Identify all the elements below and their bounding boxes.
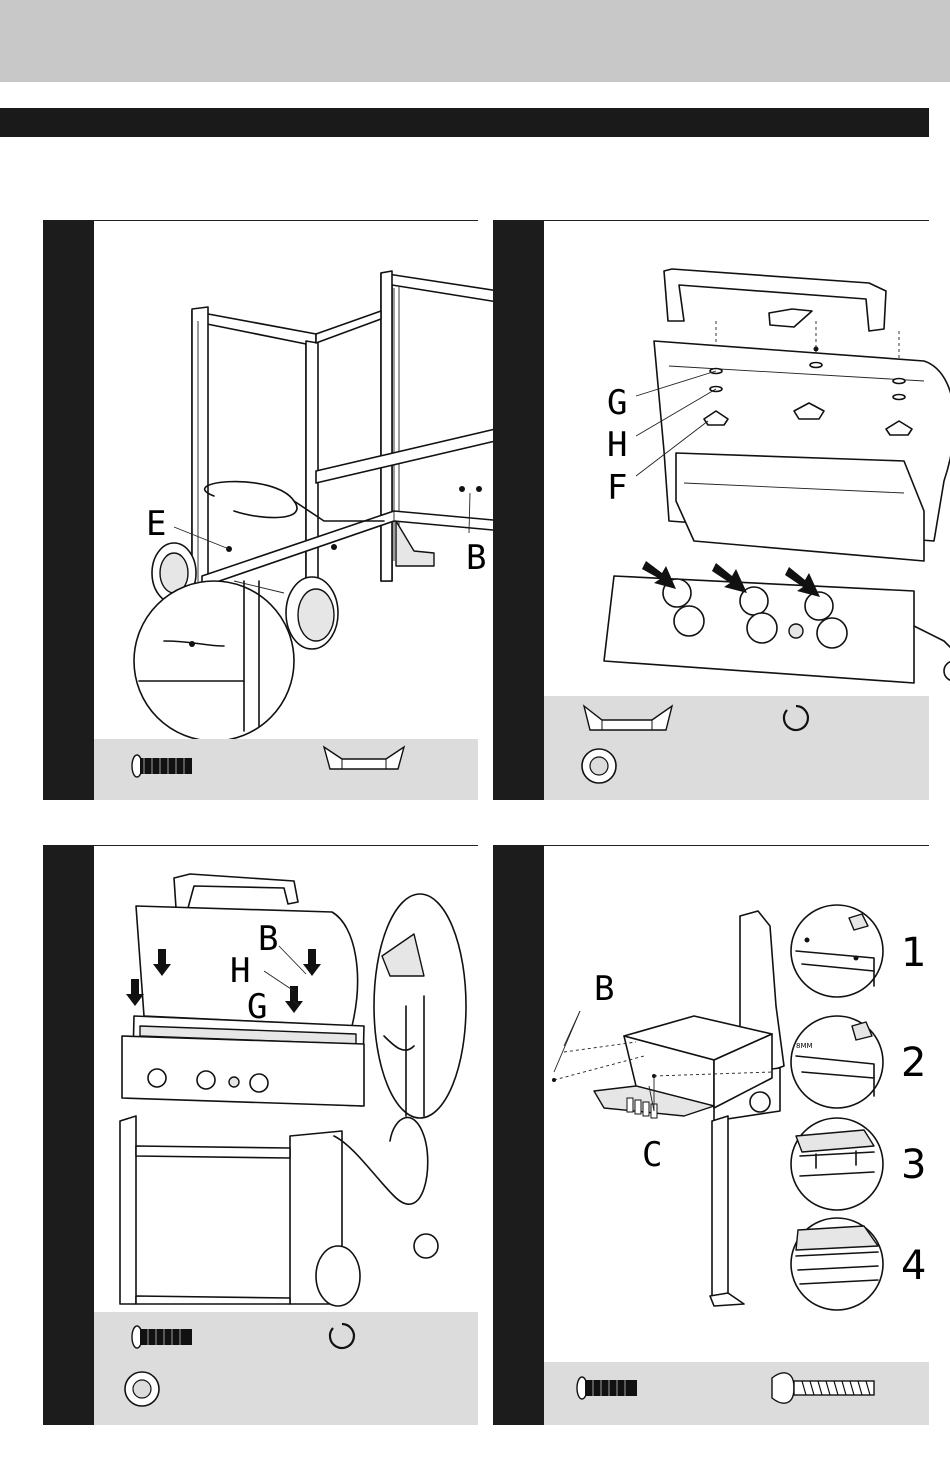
step-number: 1 [901, 930, 926, 976]
callout-label: H [607, 425, 627, 465]
callout-label: B [258, 919, 278, 959]
header-band [0, 0, 950, 82]
section-title-bar [0, 108, 929, 137]
spring-washer-icon [330, 1324, 354, 1348]
bolt-icon [132, 755, 192, 777]
step-panel-4: B C 8MM 1 2 3 4 [493, 845, 929, 1425]
callout-label: B [466, 538, 486, 578]
long-bolt-icon [772, 1373, 874, 1403]
step-panel-2: G H F [493, 220, 929, 800]
bracket-icon [584, 706, 672, 730]
parts-legend [94, 1312, 478, 1425]
step-number: 3 [901, 1142, 926, 1188]
flat-washer-icon [125, 1372, 159, 1406]
callout-label: G [247, 987, 267, 1027]
callout-label: 8MM [796, 1042, 813, 1050]
cart-frame-assembly-drawing: E B [94, 221, 478, 738]
bolt-icon [132, 1326, 192, 1348]
callout-label: F [607, 468, 627, 508]
parts-legend [544, 1362, 929, 1425]
callout-label: C [642, 1135, 662, 1175]
callout-label: H [230, 951, 250, 991]
callout-label: E [146, 504, 166, 544]
step-panel-3: B H G [43, 845, 478, 1425]
parts-legend [94, 739, 478, 800]
flat-washer-icon [582, 749, 616, 783]
spring-washer-icon [784, 706, 808, 730]
grill-head-handle-drawing: G H F [544, 221, 929, 696]
parts-legend [544, 696, 929, 800]
step-number-stripe [493, 220, 544, 800]
bracket-icon [324, 747, 404, 769]
step-number-stripe [493, 845, 544, 1425]
step-number: 4 [901, 1243, 926, 1289]
grill-head-mounting-drawing: B H G [94, 846, 478, 1312]
side-shelf-assembly-drawing: B C 8MM 1 2 3 4 [544, 846, 929, 1361]
step-panel-1: E B [43, 220, 478, 800]
callout-label: G [607, 383, 627, 423]
step-number-stripe [43, 845, 94, 1425]
step-number-stripe [43, 220, 94, 800]
callout-label: B [594, 969, 614, 1009]
step-number: 2 [901, 1040, 926, 1086]
bolt-icon [577, 1377, 637, 1399]
